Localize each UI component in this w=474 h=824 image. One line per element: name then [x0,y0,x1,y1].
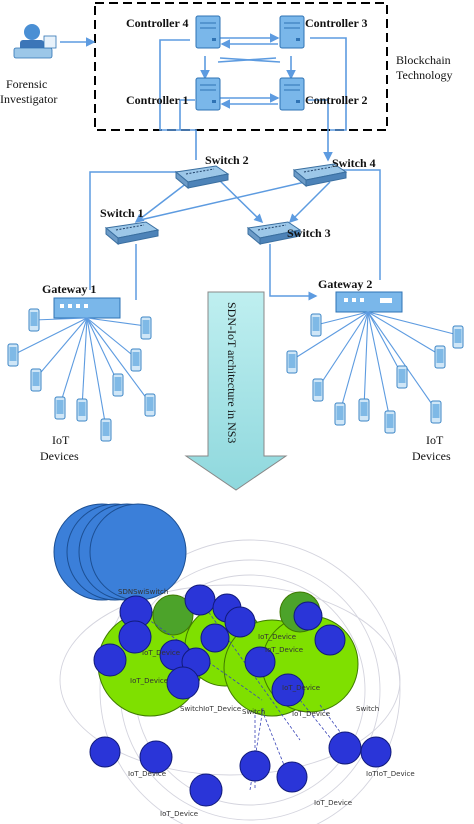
left-device-links [12,317,151,429]
iot-device-icon [130,348,142,372]
iot-device-icon [286,350,298,374]
iot-device-icon [54,396,66,420]
device-nodes [89,584,392,807]
arrow-text: SDN-IoT architecture in NS3 [225,302,239,443]
right-device-links [291,311,459,421]
iot-device-icon [310,313,322,337]
blockchain-box [94,2,388,131]
iot-device-icon [434,345,446,369]
switch-label: Switch [356,705,379,713]
controller-2-icon [279,77,305,111]
iot-device-icon [76,398,88,422]
iot-device-icon [140,316,152,340]
iot-device-icon [334,402,346,426]
iot-device-icon [30,368,42,392]
iot-device-icon [384,410,396,434]
controller-4-label: Controller 4 [126,16,189,30]
gateway-2-label: Gateway 2 [318,277,372,291]
iot-left-label-2: Devices [40,449,79,463]
iot-device-icon [452,325,464,349]
iot-left-label-1: IoT [52,433,70,447]
iot-device-icon [100,418,112,442]
controller-1-label: Controller 1 [126,93,189,107]
iot-device-icon [430,400,442,424]
controller-nodes [53,503,187,601]
iot-device-label: IoT_Device [142,649,180,657]
switch-1-label: Switch 1 [100,206,144,220]
iot-device-label: IoT_Device [128,770,166,778]
controller-links [60,33,347,162]
iot-device-icon [28,308,40,332]
forensic-investigator-icon [13,24,57,59]
blockchain-label-2: Technology [396,68,452,82]
switch-iot-label: SwitchIoT_Device [180,705,241,713]
iot-device-label: IoTIoT_Device [366,770,415,778]
blockchain-label-1: Blockchain [396,53,451,67]
controller-4-icon [195,15,221,49]
controller-3-icon [279,15,305,49]
gateway-2-icon [335,291,403,313]
iot-device-label: IoT_Device [130,677,168,685]
iot-device-icon [112,373,124,397]
switch-label: Switch [242,708,265,716]
iot-device-label: IoT_Device [282,684,320,692]
iot-device-icon [358,398,370,422]
controller-2-label: Controller 2 [305,93,368,107]
iot-device-label: IoT_Device [265,646,303,654]
controller-1-icon [195,77,221,111]
iot-device-label: IoT_Device [314,799,352,807]
investigator-label-2: Investigator [0,92,57,106]
switch-1-icon [105,221,159,245]
iot-device-icon [144,393,156,417]
switch-2-icon [175,165,229,189]
iot-device-icon [312,378,324,402]
iot-device-label: IoT_Device [160,810,198,818]
overlap-label: SDNSwiSwitch [118,588,168,596]
iot-device-label: IoT_Device [292,710,330,718]
switch-3-label: Switch 3 [287,226,331,240]
iot-right-label-2: Devices [412,449,451,463]
gateway-1-icon [53,297,121,319]
switch-4-label: Switch 4 [332,156,376,170]
iot-right-label-1: IoT [426,433,444,447]
iot-device-label: IoT_Device [258,633,296,641]
gateway-1-label: Gateway 1 [42,282,96,296]
iot-device-icon [7,343,19,367]
controller-3-label: Controller 3 [305,16,368,30]
investigator-label-1: Forensic [6,77,47,91]
switch-2-label: Switch 2 [205,153,249,167]
iot-device-icon [396,365,408,389]
transition-arrow [184,291,288,491]
